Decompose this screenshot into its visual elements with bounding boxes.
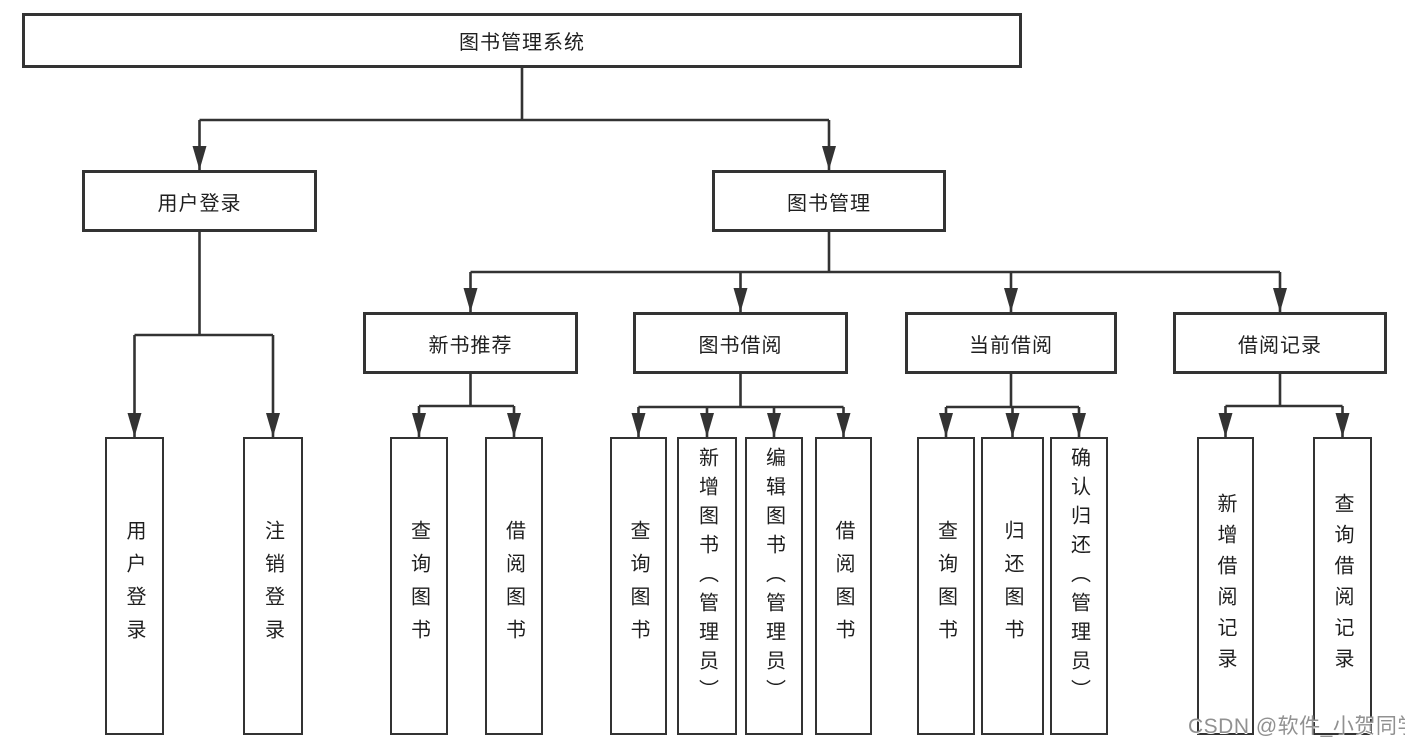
node-library-system: 图书管理系统 [22, 13, 1022, 68]
leaf-edit-books-admin-label: 编辑图书（管理员） [762, 447, 785, 708]
leaf-query-books-3: 查询图书 [917, 437, 975, 735]
node-borrowing-records: 借阅记录 [1173, 312, 1387, 374]
csdn-watermark: CSDN @软件_小贺同学 [1188, 715, 1405, 738]
node-user-login-label: 用户登录 [157, 192, 242, 215]
leaf-add-borrow-record: 新增借阅记录 [1197, 437, 1254, 735]
leaf-borrow-books-2-label: 借阅图书 [832, 520, 854, 652]
leaf-query-books-1: 查询图书 [390, 437, 448, 735]
leaf-return-books-label: 归还图书 [1001, 520, 1023, 652]
leaf-borrow-books-2: 借阅图书 [815, 437, 872, 735]
leaf-query-books-2: 查询图书 [610, 437, 667, 735]
leaf-borrow-books-1: 借阅图书 [485, 437, 543, 735]
leaf-add-borrow-record-label: 新增借阅记录 [1214, 493, 1236, 679]
node-book-borrowing: 图书借阅 [633, 312, 848, 374]
leaf-user-login-label: 用户登录 [123, 520, 145, 652]
leaf-add-books-admin-label: 新增图书（管理员） [695, 447, 718, 708]
node-book-management: 图书管理 [712, 170, 946, 232]
leaf-query-books-2-label: 查询图书 [627, 520, 649, 652]
leaf-confirm-return-admin: 确认归还（管理员） [1050, 437, 1108, 735]
node-borrowing-records-label: 借阅记录 [1238, 334, 1322, 357]
leaf-edit-books-admin: 编辑图书（管理员） [745, 437, 803, 735]
leaf-add-books-admin: 新增图书（管理员） [677, 437, 737, 735]
leaf-borrow-books-1-label: 借阅图书 [502, 520, 525, 652]
leaf-user-login: 用户登录 [105, 437, 164, 735]
node-current-borrowing-label: 当前借阅 [969, 334, 1053, 357]
leaf-confirm-return-admin-label: 确认归还（管理员） [1067, 447, 1090, 708]
leaf-query-books-1-label: 查询图书 [407, 520, 430, 652]
leaf-query-borrow-record-label: 查询借阅记录 [1331, 493, 1353, 679]
leaf-query-borrow-record: 查询借阅记录 [1313, 437, 1372, 735]
node-new-book-recommend-label: 新书推荐 [428, 334, 513, 357]
node-book-borrowing-label: 图书借阅 [698, 334, 783, 357]
node-book-management-label: 图书管理 [787, 192, 871, 215]
leaf-query-books-3-label: 查询图书 [934, 520, 957, 652]
node-new-book-recommend: 新书推荐 [363, 312, 578, 374]
node-library-system-label: 图书管理系统 [459, 32, 585, 54]
node-current-borrowing: 当前借阅 [905, 312, 1117, 374]
leaf-logout: 注销登录 [243, 437, 303, 735]
leaf-logout-label: 注销登录 [261, 520, 284, 652]
node-user-login: 用户登录 [82, 170, 317, 232]
leaf-return-books: 归还图书 [981, 437, 1044, 735]
